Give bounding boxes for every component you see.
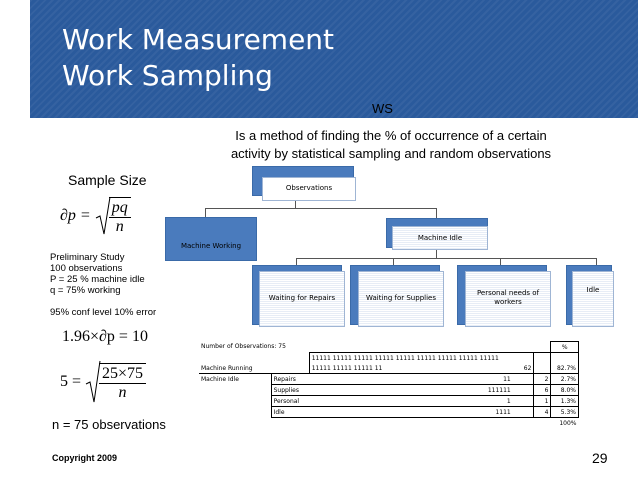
table-cell: 2.7% [550,373,579,385]
title-line-1: Work Measurement [62,23,335,56]
org-node-label: Observations [285,184,333,192]
table-cell: 100% [559,419,577,427]
table-row: Number of Observations: 75 % [199,341,579,353]
table-cell: 1.3% [550,395,579,407]
observation-table: Number of Observations: 75 % 11111 11111… [199,341,579,428]
table-cell: Machine Running [199,363,310,374]
ws-heading: WS [372,101,393,116]
org-node-label: Waiting for Repairs [268,294,336,302]
table-cell: 6 [533,384,551,396]
slide-title: Work Measurement Work Sampling [62,22,334,94]
result-text: n = 75 observations [52,417,166,432]
table-row: Personal 1 1 1.3% [199,395,579,407]
title-line-2: Work Sampling [62,59,273,92]
title-banner: Work Measurement Work Sampling [30,0,638,118]
table-cell: 5.3% [550,406,579,418]
table-cell: Idle [270,406,310,418]
org-node-label: Waiting for Supplies [366,294,436,302]
sample-size-formula: ∂p = pq n [60,196,131,236]
table-cell: Personal [270,395,310,407]
table-cell: 62 [512,363,534,374]
table-cell: 1 [533,395,551,407]
formula-lhs: 5 = [60,373,82,390]
table-row: Machine Running 11111 11111 11111 11 62 … [199,363,579,374]
table-cell: 2 [533,373,551,385]
study-line: P = 25 % machine idle [50,274,145,285]
table-cell: 8.0% [550,384,579,396]
table-cell: 11111 11111 11111 11 [308,363,513,374]
table-row: Machine Idle Repairs 11 2 2.7% [199,373,579,385]
table-cell: 4 [533,406,551,418]
table-cell: 1 [309,395,513,407]
square-root-icon [85,360,101,403]
study-line: q = 75% working [50,285,121,296]
table-row: Supplies 111111 6 8.0% [199,384,579,396]
copyright-text: Copyright 2009 [52,453,118,463]
formula-numerator: pq [108,199,131,218]
table-cell: 82.7% [550,363,579,374]
page-number: 29 [592,450,608,466]
ws-description: Is a method of finding the % of occurren… [210,127,572,163]
table-cell: 1111 [309,406,513,418]
study-line: 100 observations [50,263,123,274]
preliminary-study-notes: Preliminary Study 100 observations P = 2… [50,252,145,296]
ws-description-line-1: Is a method of finding the % of occurren… [235,128,547,143]
formula-lhs: ∂p = [60,207,91,224]
formula-denominator: n [118,383,127,401]
table-cell: Repairs [270,373,310,385]
org-node-label: Machine Idle [417,234,463,242]
table-cell: % [550,341,579,353]
square-root-icon [95,196,111,235]
sample-size-label: Sample Size [68,172,147,188]
table-cell: 11 [309,373,513,385]
study-line: Preliminary Study [50,252,125,263]
table-cell: Number of Observations: 75 [201,343,286,351]
error-formula: 1.96×∂p = 10 [62,328,148,345]
table-row: Idle 1111 4 5.3% [199,406,579,418]
ws-description-line-2: activity by statistical sampling and ran… [230,146,552,161]
table-cell: Machine Idle [201,375,239,383]
table-cell: 111111 [309,384,513,396]
org-node-label: Personal needs of workers [476,289,540,306]
table-cell: Supplies [270,384,310,396]
org-node-label: Machine Working [180,242,242,250]
confidence-note: 95% conf level 10% error [50,307,157,318]
table-row: 100% [199,418,579,429]
org-node-label: Idle [586,286,600,294]
org-node-machine-working: Machine Working [165,217,257,261]
formula-numerator: 25×75 [99,365,147,384]
table-row: 11111 11111 11111 11111 11111 11111 1111… [199,352,579,363]
solve-formula: 5 = 25×75 n [60,360,147,404]
formula-denominator: n [115,217,124,235]
table-cell: 11111 11111 11111 11111 11111 11111 1111… [308,352,513,363]
